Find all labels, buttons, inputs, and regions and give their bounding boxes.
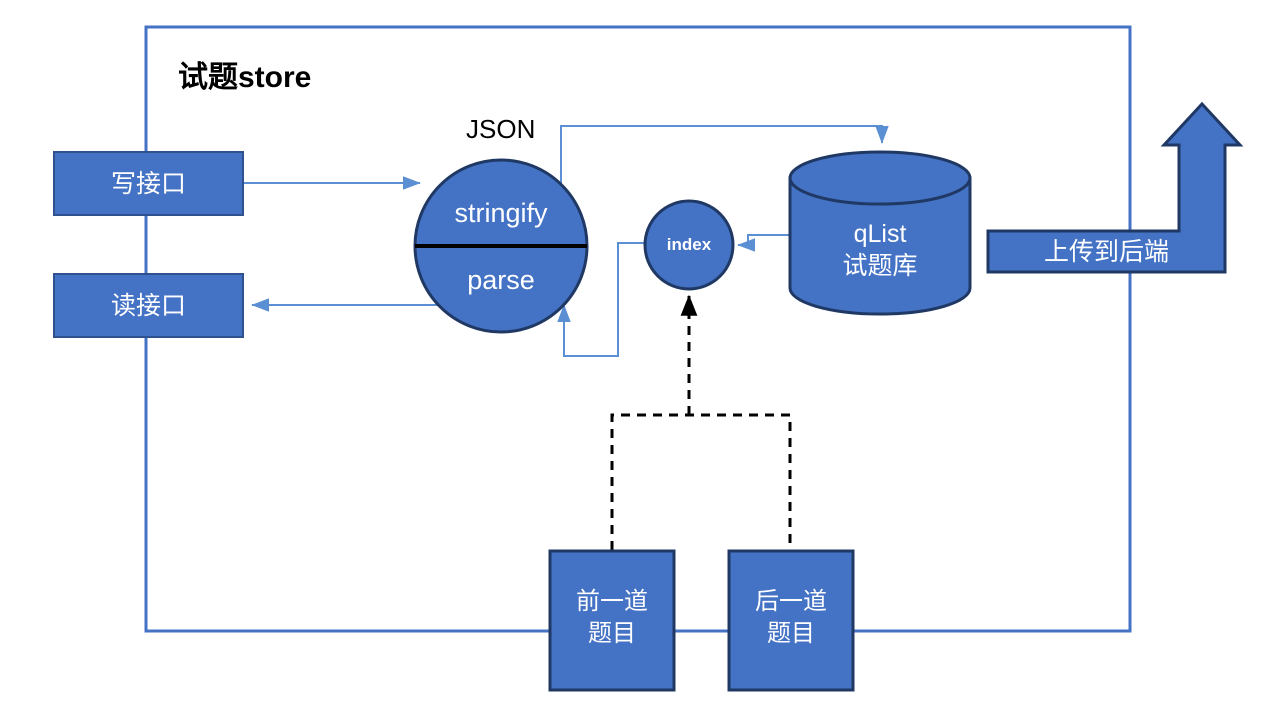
write-api-box[interactable] xyxy=(53,151,244,216)
edge-stringify-to-qlist xyxy=(560,125,889,188)
prev-question-box[interactable] xyxy=(548,549,676,692)
read-api-box[interactable] xyxy=(53,273,244,338)
upload-bent-arrow[interactable] xyxy=(986,101,1244,274)
page-title: 试题store xyxy=(178,61,312,94)
qlist-cylinder-body[interactable] xyxy=(788,176,972,316)
qlist-cylinder-top xyxy=(788,150,972,206)
edge-index-to-parse xyxy=(557,242,645,357)
container-frame xyxy=(144,25,1132,633)
index-circle[interactable] xyxy=(643,199,735,291)
next-question-box[interactable] xyxy=(727,549,855,692)
json-group-label: JSON xyxy=(466,114,536,144)
edge-qlist-to-index xyxy=(737,234,790,252)
edge-questions-to-index xyxy=(610,413,792,550)
